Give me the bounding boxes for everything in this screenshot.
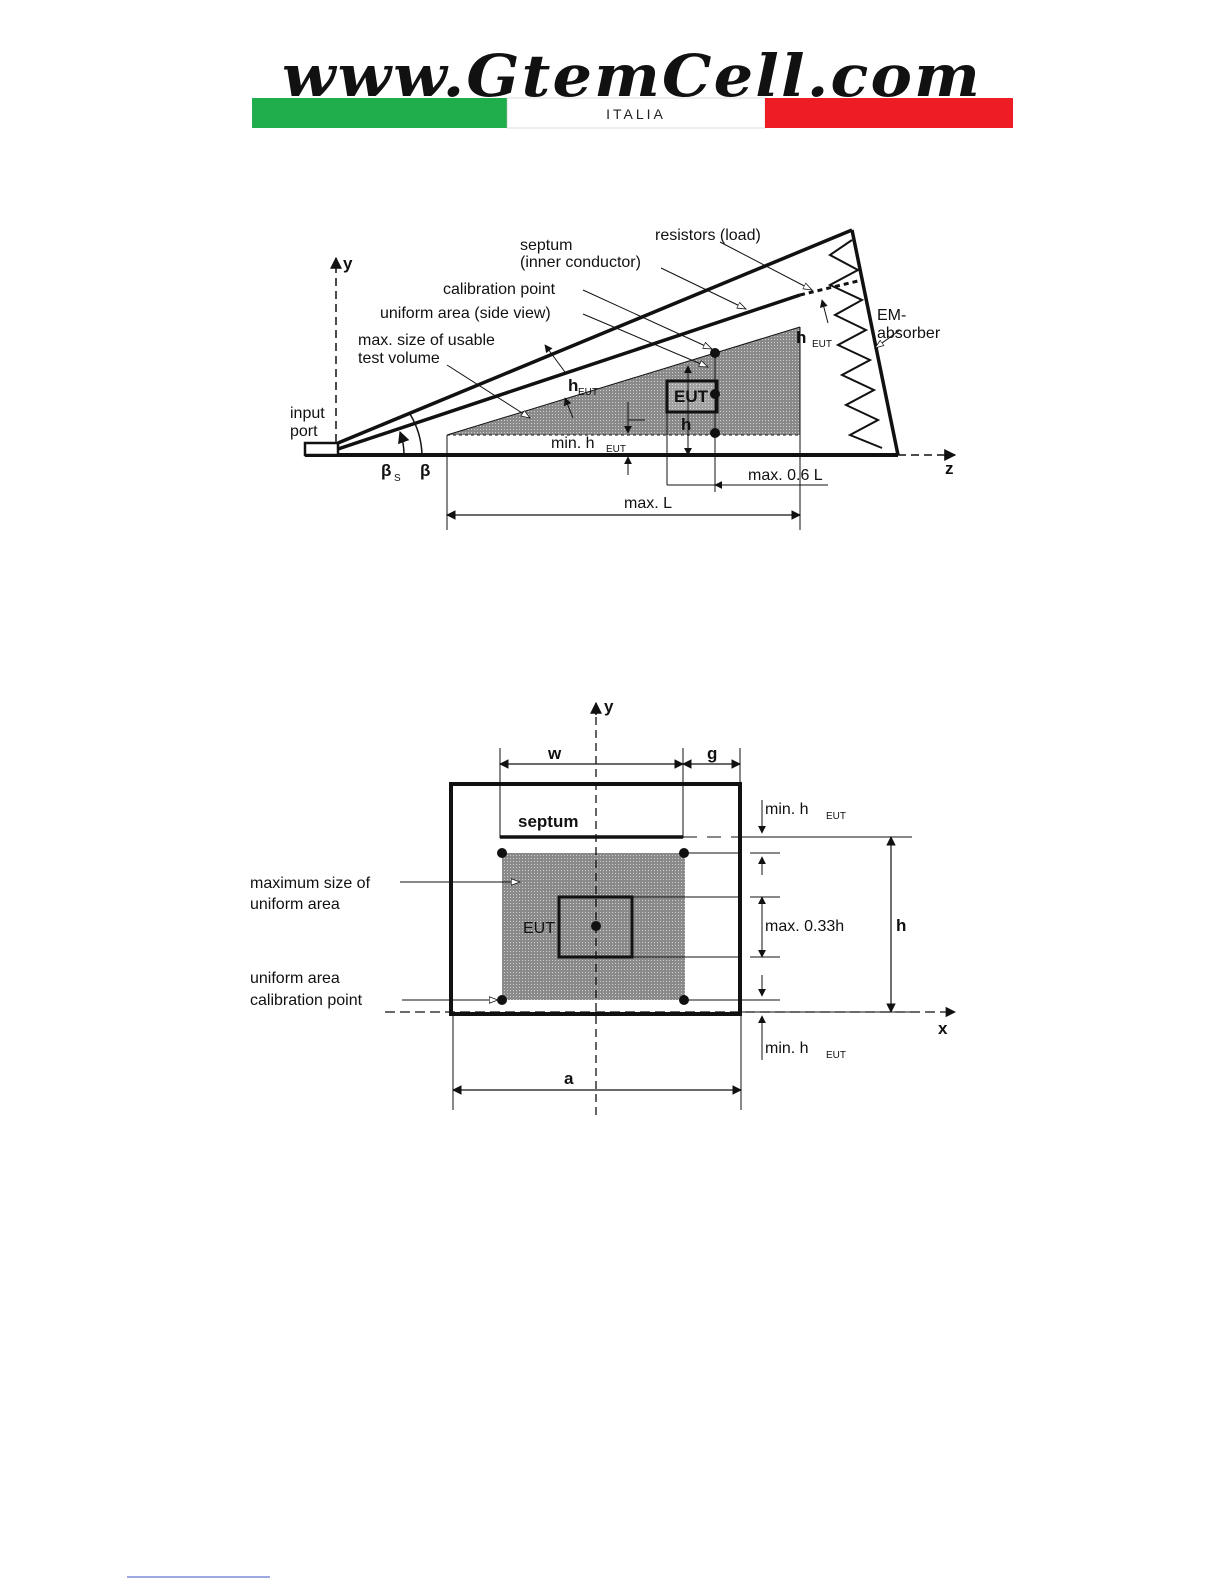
uniform-cal-label-2: calibration point xyxy=(250,992,363,1009)
max-size-uniform-label-1: maximum size of xyxy=(250,875,371,892)
resistors-leader xyxy=(719,241,812,290)
a-label: a xyxy=(564,1069,574,1088)
resistors-label: resistors (load) xyxy=(655,227,761,244)
max-size-uniform-label-2: uniform area xyxy=(250,896,340,913)
input-port xyxy=(303,441,340,457)
eut-center-point xyxy=(591,921,601,931)
w-label: w xyxy=(547,744,562,763)
input-port-label-2: port xyxy=(290,423,318,440)
eut-label-cross: EUT xyxy=(523,920,555,937)
max-size-leader xyxy=(446,364,530,418)
min-h-sub: EUT xyxy=(606,444,626,455)
eut-box-cross xyxy=(557,895,634,959)
h-dimension-label: h xyxy=(681,415,691,434)
h-label-cross: h xyxy=(896,916,906,935)
h-eut-left-sub: EUT xyxy=(578,387,598,398)
min-h-bottom-sub: EUT xyxy=(826,1050,846,1061)
h-eut-arrow-right xyxy=(819,299,829,324)
beta-s-sub: S xyxy=(394,473,401,484)
input-port-label-1: input xyxy=(290,405,325,422)
side-y-axis-label: y xyxy=(343,254,353,273)
min-h-top-label: min. h xyxy=(765,801,809,818)
min-h-bottom-label: min. h xyxy=(765,1040,809,1057)
em-absorber-label-2: absorber xyxy=(877,325,941,342)
calibration-point-label: calibration point xyxy=(443,281,556,298)
h-eut-right-label: h xyxy=(796,328,806,347)
cal-point-bottom-left xyxy=(497,995,507,1005)
beta-arc xyxy=(409,413,423,456)
cs-y-axis-label: y xyxy=(604,697,614,716)
min-h-label: min. h xyxy=(551,435,595,452)
gtemcell-logo: www.GtemCell.com ITALIA xyxy=(252,42,1013,129)
eut-box-side-label: EUT xyxy=(674,387,709,406)
uniform-area-leader xyxy=(582,313,708,368)
max-size-label-2: test volume xyxy=(358,350,440,367)
beta-s-arc xyxy=(398,430,410,456)
g-label: g xyxy=(707,744,717,763)
max-size-label-1: max. size of usable xyxy=(358,332,495,349)
septum-label-cross: septum xyxy=(518,812,578,831)
uniform-cal-label-1: uniform area xyxy=(250,970,340,987)
max-033h-label: max. 0.33h xyxy=(765,918,844,935)
septum-leader xyxy=(660,267,746,309)
h-eut-arrow-left xyxy=(563,397,574,419)
calibration-point-leader xyxy=(582,289,712,349)
outer-wall xyxy=(337,228,853,445)
septum-dashed-end xyxy=(799,278,863,297)
logo-green-band xyxy=(252,98,507,128)
cal-point-top-left xyxy=(497,848,507,858)
septum-label: septum xyxy=(520,237,572,254)
em-absorber xyxy=(827,239,883,449)
h-eut-right-sub: EUT xyxy=(812,339,832,350)
beta-s-label: β xyxy=(381,461,391,480)
min-h-top-sub: EUT xyxy=(826,811,846,822)
h-eut-arrow-left-top xyxy=(544,344,566,373)
uniform-area-top-edge xyxy=(446,326,801,436)
side-z-axis-label: z xyxy=(945,459,954,478)
uniform-area-label: uniform area (side view) xyxy=(380,305,551,322)
em-absorber-leader xyxy=(875,329,901,348)
h-eut-left-label: h xyxy=(568,376,578,395)
max-l-label: max. L xyxy=(624,495,672,512)
logo-red-band xyxy=(765,98,1013,128)
side-view-diagram: EUT y z septum (inner conductor) xyxy=(290,227,957,530)
max-06l-label: max. 0.6 L xyxy=(748,467,823,484)
beta-label: β xyxy=(420,461,430,480)
em-absorber-label-1: EM- xyxy=(877,307,906,324)
cs-x-axis-label: x xyxy=(938,1019,948,1038)
logo-wordmark: www.GtemCell.com xyxy=(282,42,982,110)
logo-subtitle: ITALIA xyxy=(606,106,666,122)
logo-white-band xyxy=(506,97,766,129)
cross-section-diagram: y x w g septum min. h EUT maximum size o… xyxy=(250,697,957,1115)
inner-conductor-label: (inner conductor) xyxy=(520,254,641,271)
